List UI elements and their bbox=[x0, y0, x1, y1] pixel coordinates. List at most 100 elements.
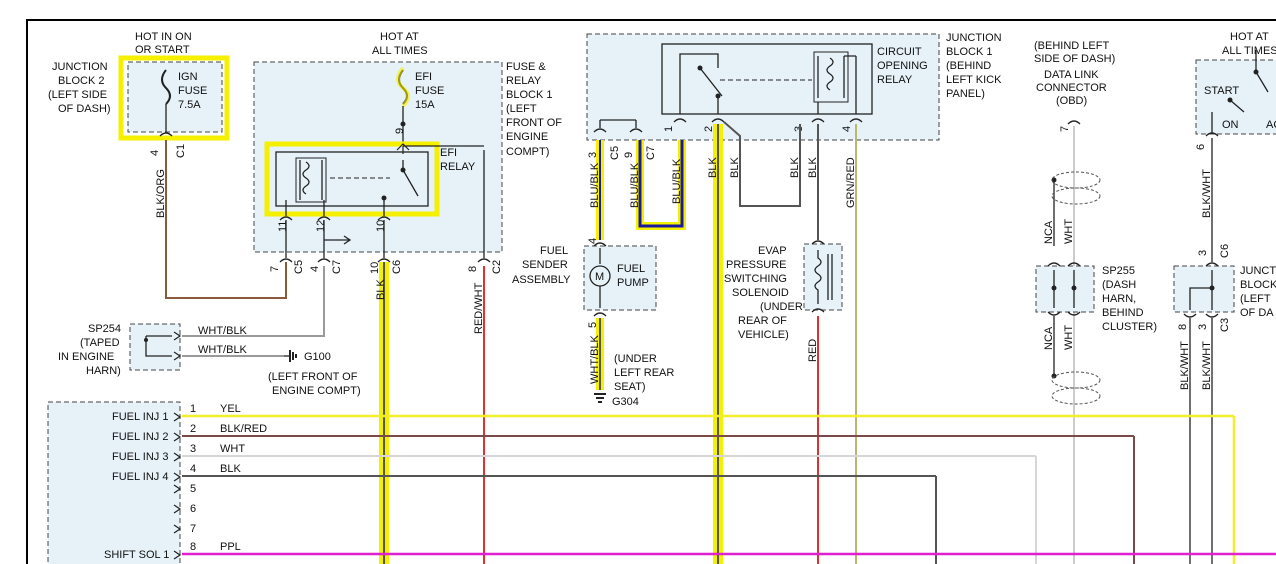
r11-pin: 11 bbox=[277, 221, 289, 232]
rc6-pin-6: 6 bbox=[1195, 144, 1207, 150]
ecm-row-pin: 7 bbox=[190, 523, 196, 535]
g100-ground-symbol bbox=[284, 350, 297, 362]
jb1-name-1: JUNCTION bbox=[946, 32, 1002, 44]
ecm-row-pin: 3 bbox=[190, 443, 196, 455]
dlc-label-4: CONNECTOR bbox=[1036, 82, 1107, 94]
ign-fuse-box bbox=[127, 61, 223, 133]
ecm-row-label: SHIFT SOL 1 bbox=[104, 549, 169, 561]
c6-label: C6 bbox=[391, 260, 403, 274]
dlc-label-3: DATA LINK bbox=[1044, 69, 1099, 81]
cor-switch bbox=[679, 53, 723, 114]
wht-blk-wire-1 bbox=[182, 266, 325, 337]
frb-name-6: ENGINE bbox=[506, 131, 548, 143]
c6-pin-10: 10 bbox=[369, 262, 381, 274]
right-hdr-2: ALL TIMES bbox=[1222, 45, 1276, 57]
efi-relay-coil bbox=[299, 160, 323, 200]
blk-wire-label-a: BLK bbox=[707, 157, 719, 178]
efi-fuse-label-1: EFI bbox=[415, 71, 432, 83]
g100-loc-1: (LEFT FRONT OF bbox=[268, 371, 358, 383]
wht-label-1: WHT bbox=[1063, 219, 1075, 244]
evap-label-3: SWITCHING bbox=[724, 273, 787, 285]
jb2-name-1: JUNCTION bbox=[52, 61, 108, 73]
ecm-row-label: FUEL INJ 4 bbox=[112, 471, 168, 483]
right-jb-label-1: JUNCT bbox=[1240, 265, 1276, 277]
frb-name-3: BLOCK 1 bbox=[506, 89, 552, 101]
ecm-row-pin: 8 bbox=[190, 541, 196, 553]
sp255-box bbox=[1035, 265, 1095, 313]
blk-org-wire bbox=[165, 140, 287, 299]
ecm-row-wire: YEL bbox=[220, 403, 241, 415]
circuit-opening-relay-box bbox=[661, 43, 873, 115]
jb2-name-2: BLOCK 2 bbox=[58, 75, 104, 87]
blk-wire-label-d: BLK bbox=[807, 157, 819, 178]
cor-coil bbox=[817, 56, 845, 98]
sp255-label-3: HARN, bbox=[1102, 293, 1136, 305]
sp254-label-3: IN ENGINE bbox=[58, 351, 114, 363]
jb2-header-1: HOT IN ON bbox=[135, 31, 192, 43]
blk-wire-label-b: BLK bbox=[729, 157, 741, 178]
grn-red-wire-label: GRN/RED bbox=[845, 157, 857, 208]
blk-wire-label-c: BLK bbox=[789, 157, 801, 178]
rjb-pin-3b: 3 bbox=[1197, 324, 1209, 330]
ecm-block: FUEL INJ 1 1 YEL FUEL INJ 2 2 BLK/RED FU… bbox=[47, 401, 1276, 564]
fp-pin-5: 5 bbox=[587, 322, 599, 328]
ecm-row-pin: 6 bbox=[190, 503, 196, 515]
sp255-label-4: BEHIND bbox=[1102, 307, 1144, 319]
efi-relay-label-1: EFI bbox=[440, 147, 457, 159]
sp255-label-2: (DASH bbox=[1102, 279, 1136, 291]
blu-blk-loop bbox=[638, 140, 684, 228]
efi-relay-label-2: RELAY bbox=[440, 161, 476, 173]
c2-pin-8: 8 bbox=[467, 266, 479, 272]
r9-pin: 9 bbox=[394, 128, 406, 134]
c1-label: C1 bbox=[175, 144, 187, 158]
wht-label-2: WHT bbox=[1063, 325, 1075, 350]
wht-blk-label-2: WHT/BLK bbox=[198, 344, 248, 356]
g100-loc-2: ENGINE COMPT) bbox=[272, 385, 361, 397]
efi-relay-box bbox=[275, 151, 429, 207]
ecm-row-label: FUEL INJ 1 bbox=[112, 411, 168, 423]
ecm-row: 6 bbox=[173, 503, 196, 515]
fuel-pump-label-2: PUMP bbox=[617, 277, 649, 289]
ecm-row-wire: PPL bbox=[220, 541, 241, 553]
shield-top bbox=[1051, 171, 1101, 189]
fp-pin-4: 4 bbox=[587, 238, 599, 244]
ecm-row-wire: WHT bbox=[220, 443, 245, 455]
evap-label-1: EVAP bbox=[758, 245, 787, 257]
cor-pin-4: 4 bbox=[841, 126, 853, 132]
jb1-c5-label: C5 bbox=[609, 146, 621, 160]
rjb-c6-label: C6 bbox=[1219, 244, 1231, 258]
wht-blk-pump-label: WHT/BLK bbox=[589, 334, 601, 384]
right-hdr-1: HOT AT bbox=[1230, 31, 1269, 43]
c1-connector bbox=[159, 132, 173, 137]
blk-wht-label-2: BLK/WHT bbox=[1179, 341, 1191, 390]
sp254-label-4: HARN) bbox=[86, 365, 121, 377]
right-jb-label-3: (LEFT bbox=[1240, 293, 1271, 305]
fuel-pump: FUEL SENDER ASSEMBLY 4 M FUEL PUMP 5 bbox=[512, 238, 657, 328]
frb-name-1: FUSE & bbox=[506, 61, 546, 73]
blu-blk-label-1: BLU/BLK bbox=[589, 162, 601, 208]
ecm-row: FUEL INJ 2 2 BLK/RED bbox=[112, 423, 267, 443]
jb1-c7-label: C7 bbox=[645, 146, 657, 160]
efi-relay-highlight bbox=[264, 141, 440, 217]
junction-block-1: CIRCUIT OPENING RELAY JUNCTION BLOCK 1 (… bbox=[586, 32, 1002, 160]
jb2-name-4: OF DASH) bbox=[58, 103, 111, 115]
ign-fuse-symbol bbox=[161, 69, 171, 105]
evap-label-4: SOLENOID bbox=[732, 287, 789, 299]
frb-name-2: RELAY bbox=[506, 75, 542, 87]
fuel-sender-label-1: FUEL bbox=[540, 245, 568, 257]
g304-label: G304 bbox=[612, 396, 639, 408]
c2-label: C2 bbox=[491, 260, 503, 274]
ecm-row-pin: 4 bbox=[190, 463, 196, 475]
ecm-row: FUEL INJ 1 1 YEL bbox=[112, 403, 241, 423]
sp255-label-5: CLUSTER) bbox=[1102, 321, 1157, 333]
evap-label-5: (UNDER bbox=[760, 301, 803, 313]
red-wire-label: RED bbox=[807, 339, 819, 362]
sp254-splice: SP254 (TAPED IN ENGINE HARN) bbox=[58, 323, 182, 377]
frb-name-7: COMPT) bbox=[506, 146, 549, 158]
start-label: START bbox=[1204, 85, 1239, 97]
right-jb-label-4: OF DA bbox=[1240, 307, 1274, 319]
jb2-header-2: OR START bbox=[135, 44, 190, 56]
dlc-label-2: SIDE OF DASH) bbox=[1034, 53, 1115, 65]
rjb-c3-label: C3 bbox=[1219, 318, 1231, 332]
cor-pin-1: 1 bbox=[663, 126, 675, 132]
